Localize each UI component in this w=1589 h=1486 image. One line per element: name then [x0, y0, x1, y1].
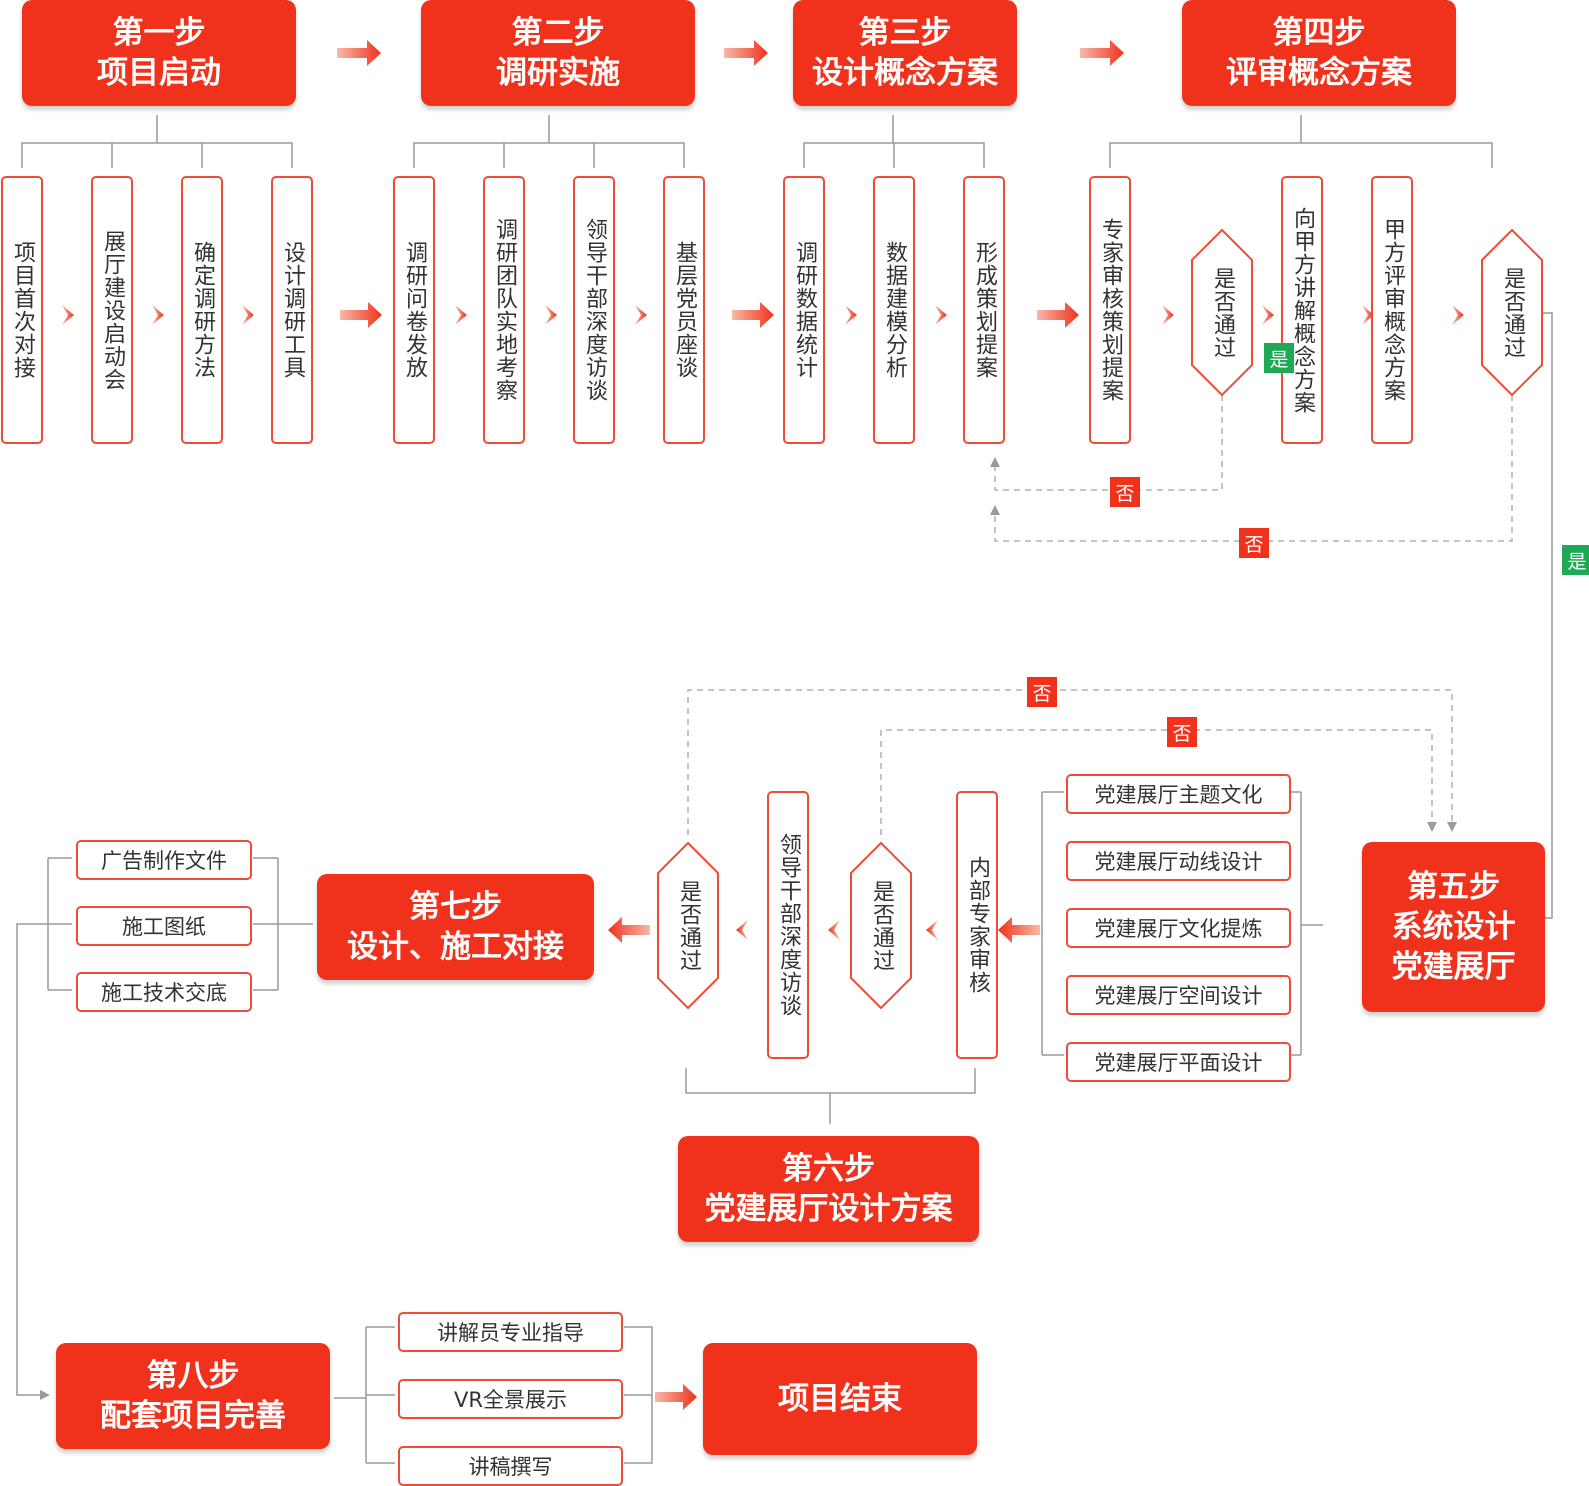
step4-item: 甲方评审概念方案: [1371, 176, 1413, 444]
step2-item: 基层党员座谈: [663, 176, 705, 444]
decision-text: 是否通过: [676, 879, 701, 972]
step7-item: 施工技术交底: [76, 972, 252, 1012]
step1-item: 项目首次对接: [1, 176, 43, 444]
step7-item: 施工图纸: [76, 906, 252, 946]
step2-item: 调研问卷发放: [393, 176, 435, 444]
step1-item: 设计调研工具: [271, 176, 313, 444]
step1-item: 展厅建设启动会: [91, 176, 133, 444]
step-4-header: 第四步 评审概念方案: [1182, 0, 1456, 106]
step1-item: 确定调研方法: [181, 176, 223, 444]
no-tag: 否: [1167, 717, 1197, 747]
step3-item: 形成策划提案: [963, 176, 1005, 444]
step5-item: 党建展厅空间设计: [1066, 975, 1291, 1015]
step5-item: 党建展厅主题文化: [1066, 774, 1291, 814]
step7-item: 广告制作文件: [76, 840, 252, 880]
decision-text: 是否通过: [1210, 266, 1235, 359]
step4-item: 专家审核策划提案: [1089, 176, 1131, 444]
step3-item: 调研数据统计: [783, 176, 825, 444]
yes-tag: 是: [1264, 343, 1294, 373]
decision-text: 是否通过: [1500, 266, 1525, 359]
step-3-header: 第三步 设计概念方案: [793, 0, 1017, 106]
project-end-box: 项目结束: [703, 1343, 977, 1455]
step-5-header: 第五步 系统设计 党建展厅: [1362, 842, 1545, 1012]
step4-item: 向甲方讲解概念方案: [1281, 176, 1323, 444]
no-tag: 否: [1110, 477, 1140, 507]
step-2-header: 第二步 调研实施: [421, 0, 695, 106]
step2-item: 领导干部深度访谈: [573, 176, 615, 444]
step8-item: 讲稿撰写: [398, 1446, 623, 1486]
step5-item: 党建展厅平面设计: [1066, 1042, 1291, 1082]
step5-item: 党建展厅文化提炼: [1066, 908, 1291, 948]
step6-item: 内部专家审核: [956, 791, 998, 1059]
no-tag: 否: [1027, 677, 1057, 707]
step-6-header: 第六步 党建展厅设计方案: [678, 1136, 979, 1242]
step2-item: 调研团队实地考察: [483, 176, 525, 444]
step6-item: 领导干部深度访谈: [767, 791, 809, 1059]
yes-tag: 是: [1562, 545, 1589, 575]
decision-text: 是否通过: [869, 879, 894, 972]
step8-item: VR全景展示: [398, 1379, 623, 1419]
step3-item: 数据建模分析: [873, 176, 915, 444]
no-tag: 否: [1239, 528, 1269, 558]
step-8-header: 第八步 配套项目完善: [56, 1343, 330, 1449]
step5-item: 党建展厅动线设计: [1066, 841, 1291, 881]
step8-item: 讲解员专业指导: [398, 1312, 623, 1352]
step-7-header: 第七步 设计、施工对接: [317, 874, 594, 980]
step-1-header: 第一步 项目启动: [22, 0, 296, 106]
